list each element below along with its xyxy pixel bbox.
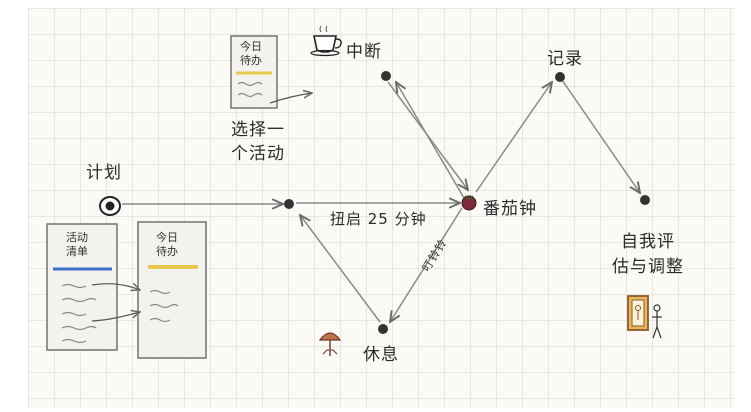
- record-dot: [555, 72, 565, 82]
- beach-umbrella-icon: [318, 332, 342, 356]
- tomato-icon: [461, 195, 477, 211]
- move-to-todo-arrow-1: [91, 284, 140, 290]
- plan-label: 计划: [86, 163, 122, 183]
- move-to-todo-arrow-2: [91, 312, 140, 322]
- mirror-person-icon: [627, 295, 662, 339]
- interrupt-label: 中断: [346, 42, 382, 62]
- todo-today-card-left-title: 今日 待办: [156, 231, 178, 258]
- activity-list-card-title: 活动 清单: [66, 231, 88, 258]
- rest-label: 休息: [363, 345, 399, 365]
- record-label: 记录: [547, 49, 583, 69]
- select-activity-label: 选择一 个活动: [231, 120, 285, 164]
- rest-dot: [378, 324, 388, 334]
- coffee-cup-icon: [310, 25, 342, 57]
- select-activity-dot: [284, 199, 294, 209]
- todo-today-card-top: [230, 35, 278, 109]
- pomodoro-to-interrupt-arrow: [396, 82, 465, 199]
- todo-today-card-left: [137, 221, 207, 359]
- ring-to-rest-arrow: [390, 207, 463, 322]
- interrupt-dot: [381, 71, 391, 81]
- pomodoro-to-record-arrow: [475, 82, 552, 193]
- record-to-evaluate-arrow: [561, 79, 640, 193]
- todo-today-card-top-title: 今日 待办: [240, 40, 262, 67]
- eye-icon: [99, 196, 121, 216]
- pomodoro-label: 番茄钟: [483, 199, 537, 219]
- pick-activity-arrow: [269, 93, 312, 104]
- activity-list-card: [46, 223, 118, 351]
- start-25-minutes-label: 扭启 25 分钟: [330, 210, 427, 228]
- rest-to-select-arrow: [300, 215, 381, 323]
- evaluate-dot: [640, 195, 650, 205]
- evaluate-label: 自我评 估与调整: [612, 232, 684, 277]
